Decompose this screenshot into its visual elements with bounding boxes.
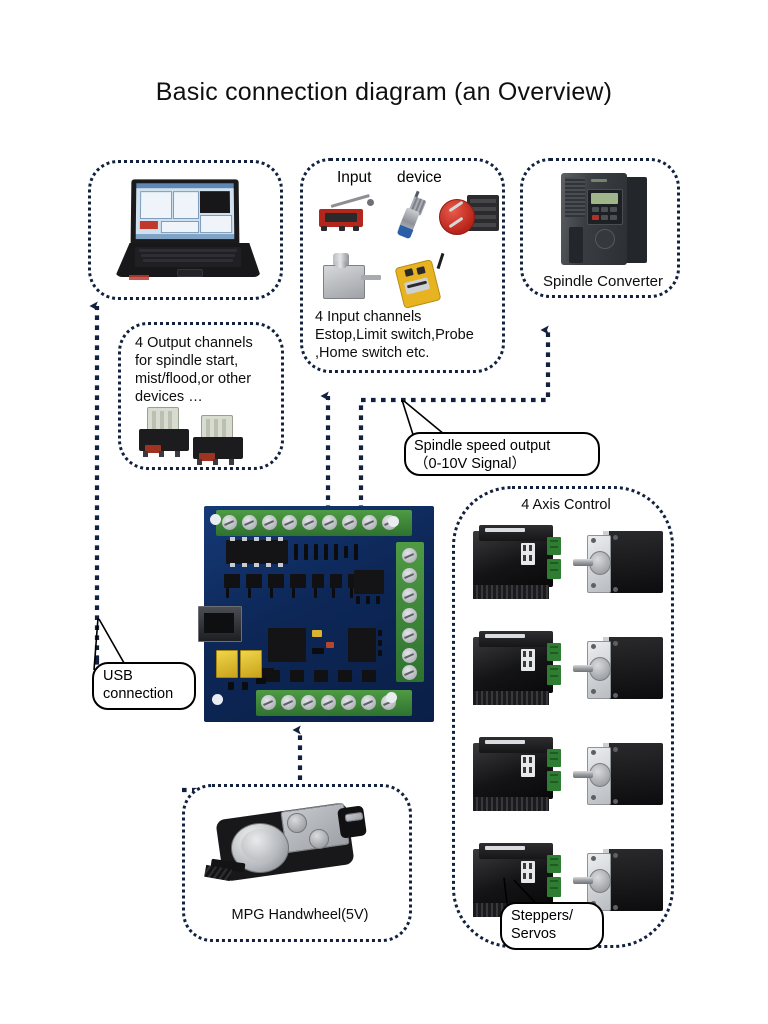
output-caption-line-2: for spindle start,: [135, 352, 239, 369]
input-caption: 4 Input channels Estop,Limit switch,Prob…: [315, 309, 505, 363]
spindle-converter-panel: Spindle Converter: [520, 158, 680, 298]
laptop-panel: [88, 160, 283, 300]
input-caption-line-3: ,Home switch etc.: [315, 344, 430, 361]
emergency-stop-icon: [439, 193, 501, 241]
input-device-panel: Input device: [300, 158, 505, 373]
axis-pair: [469, 733, 667, 821]
output-caption-line-3: mist/flood,or other: [135, 370, 252, 387]
driver-ic: [348, 628, 376, 662]
capacitor: [216, 650, 238, 678]
steppers-balloon: Steppers/ Servos: [500, 902, 604, 950]
vfd-image: [555, 171, 651, 269]
stepper-driver-image: [469, 631, 565, 711]
spindle-speed-balloon: Spindle speed output （0-10V Signal）: [404, 432, 600, 476]
spindle-converter-caption: Spindle Converter: [542, 273, 664, 290]
capacitor: [240, 650, 262, 678]
usb-line-1: USB: [103, 668, 133, 684]
relay-module-image: [193, 415, 247, 467]
stepper-driver-image: [469, 525, 565, 605]
input-caption-line-1: 4 Input channels: [315, 309, 422, 325]
mpg-panel: MPG Handwheel(5V): [182, 784, 412, 942]
axis-pair: [469, 521, 667, 609]
relay-module-image: [139, 407, 193, 459]
stepper-motor-image: [573, 633, 667, 709]
stepper-motor-image: [573, 739, 667, 815]
input-heading-right: device: [397, 169, 442, 186]
spindle-speed-line-1: Spindle speed output: [414, 438, 551, 454]
proximity-sensor-icon: [389, 190, 433, 241]
usb-balloon: USB connection: [92, 662, 196, 710]
usb-pointer: [93, 617, 129, 671]
mpg-handwheel-image: [204, 801, 395, 905]
axis-control-panel: 4 Axis Control: [452, 486, 674, 948]
soic-ic: [354, 570, 384, 594]
stepper-driver-image: [469, 737, 565, 817]
pendant-control-icon: [394, 252, 455, 309]
mpg-caption: MPG Handwheel(5V): [231, 907, 369, 923]
steppers-line-1: Steppers/: [511, 908, 574, 924]
axis-control-caption: 4 Axis Control: [521, 497, 611, 513]
page-title: Basic connection diagram (an Overview): [155, 78, 613, 106]
laptop-image: [109, 177, 269, 289]
steppers-line-2: Servos: [511, 925, 557, 942]
micro-limit-switch-icon: [319, 194, 375, 231]
stepper-motor-image: [573, 845, 667, 921]
input-caption-line-2: Estop,Limit switch,Probe: [315, 326, 474, 343]
output-caption-line-1: 4 Output channels: [135, 335, 253, 351]
mcu-chip: [268, 628, 306, 662]
stepper-motor-image: [573, 527, 667, 603]
usb-line-2: connection: [103, 685, 174, 702]
output-caption-line-4: devices …: [135, 388, 203, 405]
output-channels-panel: 4 Output channels for spindle start, mis…: [118, 322, 284, 470]
usb-breakout-board: [198, 500, 440, 728]
usb-port[interactable]: [198, 606, 242, 642]
spindle-speed-line-2: （0-10V Signal）: [414, 455, 527, 472]
input-heading-left: Input: [337, 169, 372, 186]
metal-limit-switch-icon: [321, 253, 383, 301]
axis-pair: [469, 627, 667, 715]
dip-ic: [226, 537, 288, 567]
output-caption: 4 Output channels for spindle start, mis…: [135, 335, 285, 407]
